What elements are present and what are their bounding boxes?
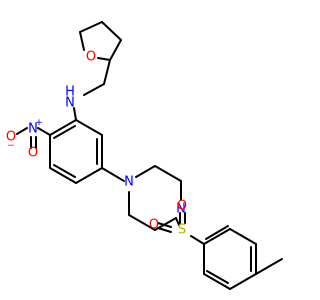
bond <box>73 107 77 121</box>
atom-label-sulfonyl-oxygen-left: O <box>149 218 159 233</box>
bond <box>101 167 125 182</box>
bond <box>157 227 172 233</box>
bond <box>16 127 28 135</box>
molecule-structure-diagram: O H N N + O − O N N S O O <box>6 21 283 290</box>
bond <box>154 165 182 182</box>
bond <box>157 222 172 228</box>
bond <box>203 273 231 290</box>
atom-label-nitro-oxygen-bottom: O <box>28 146 38 161</box>
bond <box>75 119 103 136</box>
bond <box>229 228 257 245</box>
bond <box>255 258 283 275</box>
atom-label-thf-oxygen: O <box>86 50 96 65</box>
bond <box>53 125 76 139</box>
atom-label-sulfur: S <box>178 223 186 238</box>
bond <box>53 164 76 178</box>
atom-label-sulfonyl-oxygen-top: O <box>177 199 187 214</box>
bond <box>75 167 103 184</box>
bond <box>190 235 205 245</box>
bond <box>229 273 257 290</box>
atom-label-piperazine-nitrogen-bottom: N <box>176 202 186 217</box>
bond <box>83 83 105 96</box>
bond <box>175 217 180 226</box>
bond <box>49 119 77 136</box>
bond <box>97 57 111 61</box>
bond <box>37 127 51 136</box>
bonds <box>16 21 283 290</box>
atom-charge-nitro-oxygen-left: − <box>7 141 15 151</box>
atom-label-piperazine-nitrogen-top: N <box>124 175 134 190</box>
bond <box>135 165 156 178</box>
atom-charge-nitro-nitrogen: + <box>35 118 43 128</box>
atom-label-nitro-oxygen-left: O <box>6 130 16 145</box>
bond <box>103 59 111 85</box>
bond <box>205 225 229 240</box>
atom-label-nitro-nitrogen: N <box>28 122 38 137</box>
bond <box>49 167 77 184</box>
bond <box>128 214 156 231</box>
bond <box>79 21 103 33</box>
bond <box>109 39 122 61</box>
atom-label-amine-nitrogen: N <box>65 96 75 111</box>
atom-labels: O H N N + O − O N N S O O <box>6 50 187 238</box>
atom-label-amine-h: H <box>65 85 75 100</box>
bond <box>101 21 122 41</box>
bond <box>79 31 85 51</box>
bond <box>203 228 231 245</box>
bond <box>206 270 229 284</box>
